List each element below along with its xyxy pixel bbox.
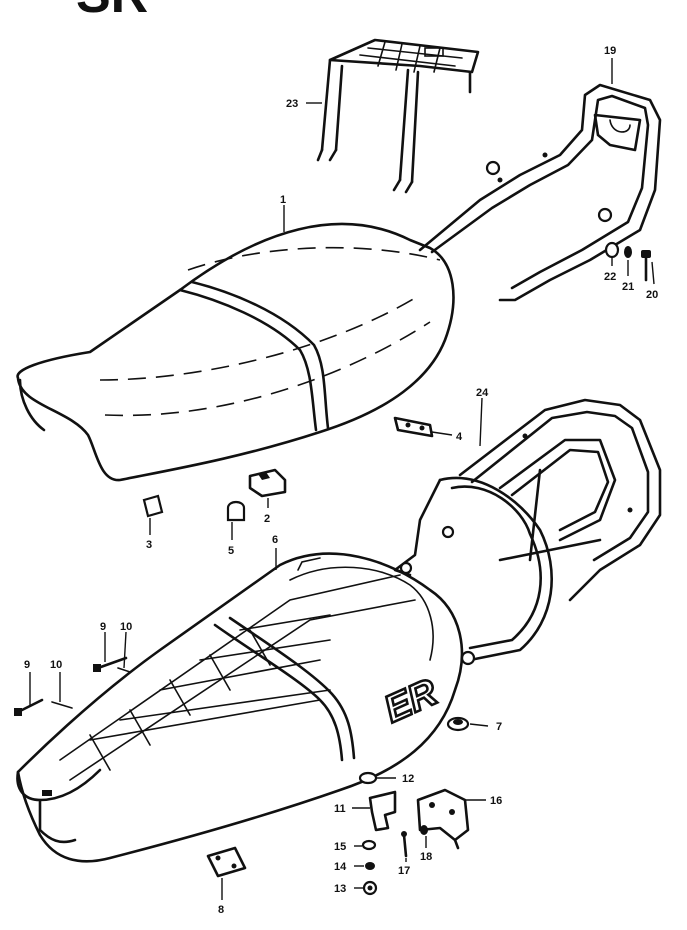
part-2-damper <box>248 468 287 498</box>
part-24-carrier <box>393 398 662 666</box>
callout-7: 7 <box>496 721 502 733</box>
part-9-bolt-right <box>93 656 128 672</box>
seat-emblem: ER <box>378 671 444 731</box>
callout-10-right: 10 <box>120 621 132 633</box>
callout-11: 11 <box>334 803 346 815</box>
leader-lines <box>29 58 655 900</box>
callout-22: 22 <box>604 271 616 283</box>
part-21-washer <box>624 246 632 258</box>
part-7-cushion <box>446 716 470 732</box>
callout-6: 6 <box>272 534 278 546</box>
page-heading-fragment: SR <box>76 0 148 24</box>
part-17-screw <box>401 831 408 858</box>
part-3-cushion <box>142 494 164 518</box>
callout-15: 15 <box>334 841 346 853</box>
callout-20: 20 <box>646 289 658 301</box>
part-19-grab-rail <box>418 83 662 302</box>
callout-24: 24 <box>476 387 489 399</box>
callout-2: 2 <box>264 513 270 525</box>
part-8-latch <box>206 846 247 878</box>
callout-19: 19 <box>604 45 616 57</box>
part-20-bolt <box>641 250 651 282</box>
callout-9-right: 9 <box>100 621 106 633</box>
callout-17: 17 <box>398 865 410 877</box>
part-6-seat-er: ER <box>16 552 464 863</box>
callout-18: 18 <box>420 851 432 863</box>
callout-13: 13 <box>334 883 346 895</box>
callout-12: 12 <box>402 773 414 785</box>
part-10-pin-left <box>51 701 73 709</box>
part-22-cushion <box>604 241 620 259</box>
callout-16: 16 <box>490 795 502 807</box>
callout-21: 21 <box>622 281 634 293</box>
part-15-washer <box>361 839 377 851</box>
callout-5: 5 <box>228 545 234 557</box>
part-5-cushion <box>226 500 246 522</box>
part-4-hinge <box>393 416 434 438</box>
callout-3: 3 <box>146 539 152 551</box>
callout-14: 14 <box>334 861 347 873</box>
callout-4: 4 <box>456 431 463 443</box>
part-9-bolt-left <box>14 698 44 716</box>
callout-10-left: 10 <box>50 659 62 671</box>
part-23-rear-carrier <box>316 38 480 194</box>
part-11-lock-bracket <box>368 790 397 832</box>
part-1-seat <box>16 222 455 482</box>
callout-23: 23 <box>286 98 298 110</box>
part-10-pin-right <box>117 667 131 673</box>
part-18-washer <box>420 825 428 835</box>
part-14-washer <box>365 862 375 870</box>
callout-8: 8 <box>218 904 224 916</box>
part-13-nut <box>362 880 378 896</box>
callout-9-left: 9 <box>24 659 30 671</box>
part-12-washer <box>358 771 378 785</box>
callout-1: 1 <box>280 194 286 206</box>
